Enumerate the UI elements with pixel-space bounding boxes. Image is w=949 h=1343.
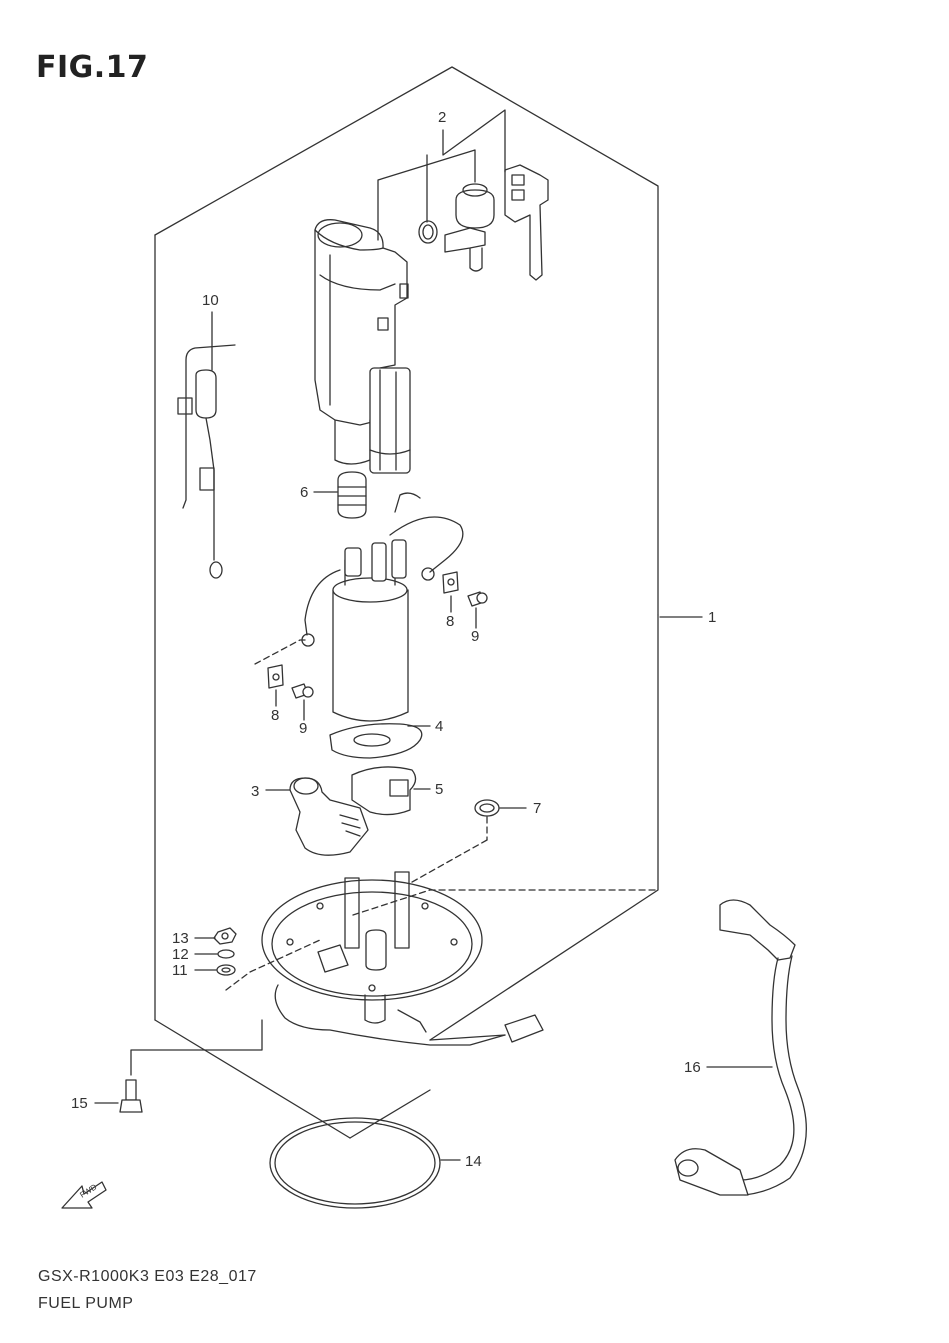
small-o-ring — [474, 799, 500, 817]
callout-8-left: 8 — [271, 707, 279, 724]
callout-5: 5 — [435, 781, 443, 798]
callout-8-right: 8 — [446, 613, 454, 630]
callout-16: 16 — [684, 1059, 701, 1076]
callout-13: 13 — [172, 930, 189, 947]
callout-12: 12 — [172, 946, 189, 963]
pump-bracket — [329, 723, 423, 759]
figure-name: FUEL PUMP — [38, 1295, 134, 1312]
forward-direction-arrow: FWD — [61, 1181, 107, 1209]
callout-4: 4 — [435, 718, 443, 735]
callout-15: 15 — [71, 1095, 88, 1112]
fuel-pump-base-plate — [261, 871, 544, 1046]
fuel-filter-housing — [314, 219, 411, 474]
fuel-pressure-regulator — [418, 164, 549, 281]
fuel-hose — [674, 899, 807, 1196]
mounting-bolt — [119, 1079, 143, 1113]
o-ring — [418, 220, 438, 244]
callout-3: 3 — [251, 783, 259, 800]
callout-11: 11 — [172, 962, 188, 979]
callout-14: 14 — [465, 1153, 482, 1170]
nut-plate-and-screw-right — [442, 571, 488, 607]
callout-9-left: 9 — [299, 720, 307, 737]
callout-1: 1 — [708, 609, 716, 626]
fuel-filter-element — [337, 471, 367, 519]
nut-plate-and-screw-left — [267, 664, 314, 699]
callout-7: 7 — [533, 800, 541, 817]
figure-title: FIG.17 — [36, 50, 149, 85]
callout-2: 2 — [438, 109, 446, 126]
assembly-boundary-outline — [154, 66, 659, 1139]
fuel-level-sensor — [177, 344, 236, 579]
nut-washer-stack — [213, 927, 237, 976]
gasket-ring — [269, 1117, 441, 1209]
callout-labels: 1 2 3 4 5 6 7 8 9 8 9 10 11 12 13 14 15 … — [71, 109, 716, 1170]
suction-strainer — [289, 777, 369, 856]
figure-code: GSX-R1000K3 E03 E28_017 — [38, 1268, 257, 1285]
callout-10: 10 — [202, 292, 219, 309]
callout-6: 6 — [300, 484, 308, 501]
fuel-pump-motor — [301, 492, 464, 722]
pump-holder — [351, 766, 417, 816]
callout-9-right: 9 — [471, 628, 479, 645]
